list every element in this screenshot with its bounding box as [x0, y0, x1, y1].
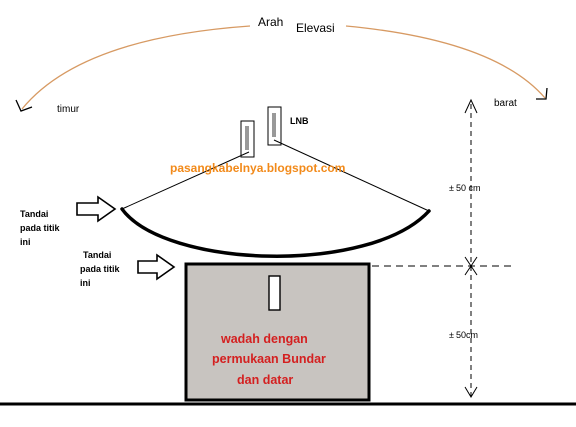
- marker-lower-line-1: Tandai: [83, 250, 111, 260]
- marker-text-lower: Tandai pada titik ini: [80, 250, 121, 288]
- lnb-inner-right: [272, 113, 276, 137]
- elevation-arc-right: [345, 25, 546, 99]
- marker-arrow-lower-icon: [137, 253, 176, 281]
- feed-arm-right: [273, 139, 430, 212]
- direction-right-label: barat: [494, 98, 517, 109]
- elevation-arc-left: [21, 25, 251, 110]
- marker-upper-line-2: pada titik: [20, 223, 61, 233]
- dimension-upper-label: 50 cm: [456, 183, 481, 193]
- container-text-line-3: dan datar: [237, 373, 293, 387]
- arrowhead-left-icon: [15, 99, 33, 112]
- title-arah: Arah: [258, 15, 283, 29]
- dimension-upper-symbol: ±: [449, 183, 454, 193]
- direction-left-label: timur: [57, 104, 80, 115]
- lnb-inner-left: [245, 126, 249, 150]
- container-text-line-2: permukaan Bundar: [212, 352, 326, 366]
- dimension-arrow-bottom-icon: [464, 386, 478, 398]
- marker-upper-line-3: ini: [20, 237, 31, 247]
- feed-arm-left: [121, 151, 250, 210]
- container-text-line-1: wadah dengan: [220, 332, 308, 346]
- arrowhead-right-icon: [536, 87, 548, 100]
- dimension-lower-label: 50cm: [456, 330, 478, 340]
- title-elevasi: Elevasi: [296, 21, 335, 35]
- lnb-label: LNB: [290, 116, 309, 126]
- dish-mount-post: [268, 275, 281, 311]
- marker-lower-line-3: ini: [80, 278, 91, 288]
- marker-lower-line-2: pada titik: [80, 264, 121, 274]
- dimension-arrow-top-icon: [464, 98, 478, 114]
- watermark: pasangkabelnya.blogspot.com: [170, 161, 345, 175]
- marker-upper-line-1: Tandai: [20, 209, 48, 219]
- dimension-lower-symbol: ±: [449, 330, 454, 340]
- marker-text-upper: Tandai pada titik ini: [20, 209, 61, 247]
- container-text: wadah dengan permukaan Bundar dan datar: [212, 332, 326, 387]
- marker-arrow-upper-icon: [76, 195, 117, 223]
- satellite-dish: [120, 207, 431, 258]
